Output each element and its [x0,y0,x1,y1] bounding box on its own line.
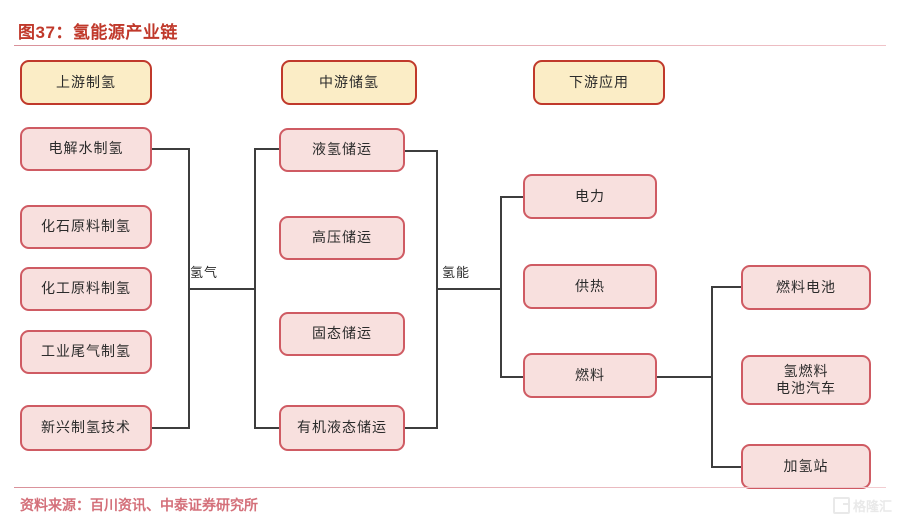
watermark-logo-icon [832,497,850,514]
footer-divider [14,487,886,488]
header-upstream[interactable]: 上游制氢 [20,60,152,105]
connector-applications-bottom-stub [711,466,743,468]
node-midstream-liquid-hydrogen[interactable]: 液氢储运 [279,128,405,172]
header-downstream[interactable]: 下游应用 [533,60,665,105]
node-upstream-fossil[interactable]: 化石原料制氢 [20,205,152,249]
connector-midstream-in-spine [254,148,256,429]
connector-midstream-in-bottom-stub [254,427,281,429]
node-upstream-chemical[interactable]: 化工原料制氢 [20,267,152,311]
node-downstream-heating[interactable]: 供热 [523,264,657,309]
header-midstream[interactable]: 中游储氢 [281,60,417,105]
connector-fuel-out-line [657,376,713,378]
node-downstream-power[interactable]: 电力 [523,174,657,219]
node-application-fuel-cell[interactable]: 燃料电池 [741,265,871,310]
connector-midstream-in-top-stub [254,148,281,150]
node-midstream-organic-liquid[interactable]: 有机液态储运 [279,405,405,451]
connector-midstream-out-top-stub [405,150,438,152]
connector-upstream-top-stub [152,148,190,150]
watermark-label: 格隆汇 [852,499,892,514]
node-midstream-solid-state[interactable]: 固态储运 [279,312,405,356]
watermark: 格隆汇 [832,496,892,515]
connector-applications-spine [711,286,713,468]
node-upstream-industrial-offgas[interactable]: 工业尾气制氢 [20,330,152,374]
connector-hydrogen-gas-line [188,288,256,290]
connector-upstream-bottom-stub [152,427,190,429]
source-note: 资料来源：百川资讯、中泰证券研究所 [20,497,258,513]
connector-midstream-out-bottom-stub [405,427,438,429]
node-midstream-high-pressure[interactable]: 高压储运 [279,216,405,260]
node-application-refueling-station[interactable]: 加氢站 [741,444,871,489]
title-divider [14,45,886,46]
connector-downstream-in-spine [500,196,502,378]
node-downstream-fuel[interactable]: 燃料 [523,353,657,398]
page-title: 图37：氢能源产业链 [18,23,178,42]
connector-downstream-in-bottom-stub [500,376,525,378]
connector-downstream-in-top-stub [500,196,525,198]
node-upstream-emerging-tech[interactable]: 新兴制氢技术 [20,405,152,451]
connector-hydrogen-energy-line [436,288,502,290]
connector-applications-top-stub [711,286,743,288]
node-application-fcev[interactable]: 氢燃料 电池汽车 [741,355,871,405]
edge-label-hydrogen-gas: 氢气 [190,265,219,280]
edge-label-hydrogen-energy: 氢能 [442,265,471,280]
node-upstream-electrolysis[interactable]: 电解水制氢 [20,127,152,171]
